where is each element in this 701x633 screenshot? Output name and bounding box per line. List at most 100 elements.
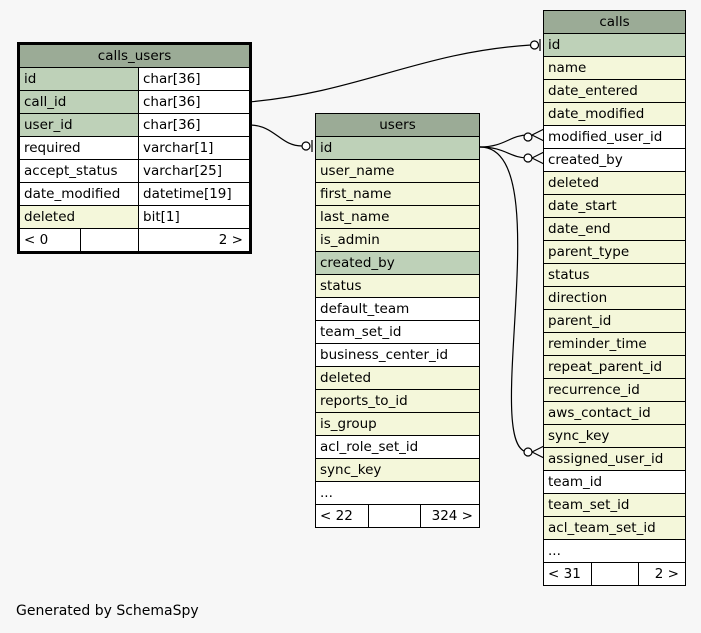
column-row[interactable]: business_center_id [316, 344, 479, 367]
column-row[interactable]: aws_contact_id [544, 402, 685, 425]
column-row[interactable]: date_start [544, 195, 685, 218]
column-row[interactable]: deleted [316, 367, 479, 390]
column-row[interactable]: date_end [544, 218, 685, 241]
column-row[interactable]: default_team [316, 298, 479, 321]
parents-count: < 22 [316, 505, 369, 527]
column-name: date_end [548, 221, 611, 237]
column-row[interactable]: id [544, 34, 685, 57]
column-name: date_modified [548, 106, 645, 122]
column-name: status [548, 267, 590, 283]
column-row[interactable]: sync_key [316, 459, 479, 482]
column-name: date_modified [20, 183, 139, 205]
column-name: created_by [320, 255, 395, 271]
column-row[interactable]: acl_role_set_id [316, 436, 479, 459]
column-row[interactable]: status [316, 275, 479, 298]
column-row[interactable]: assigned_user_id [544, 448, 685, 471]
column-row[interactable]: repeat_parent_id [544, 356, 685, 379]
footer-spacer [592, 563, 639, 585]
column-type: char[36] [139, 68, 249, 90]
parents-count: < 0 [20, 229, 81, 251]
column-name: status [320, 278, 362, 294]
column-row[interactable]: acl_team_set_id [544, 517, 685, 540]
link-created-by [479, 146, 529, 159]
table-header[interactable]: calls_users [20, 45, 249, 68]
column-row[interactable]: ... [544, 540, 685, 563]
column-row[interactable]: is_group [316, 413, 479, 436]
column-type: varchar[1] [139, 137, 249, 159]
column-name: acl_role_set_id [320, 439, 419, 455]
column-row[interactable]: modified_user_id [544, 126, 685, 149]
column-name: required [20, 137, 139, 159]
column-row[interactable]: sync_key [544, 425, 685, 448]
column-name: ... [548, 543, 561, 559]
column-row[interactable]: date_modified [544, 103, 685, 126]
column-row[interactable]: recurrence_id [544, 379, 685, 402]
table-header[interactable]: calls [544, 11, 685, 34]
link-call-id [248, 44, 532, 103]
table-users[interactable]: users id user_name first_name last_name is_a… [315, 113, 480, 528]
column-name: direction [548, 290, 608, 306]
column-row[interactable]: parent_id [544, 310, 685, 333]
column-row[interactable]: last_name [316, 206, 479, 229]
column-name: default_team [320, 301, 410, 317]
column-name: deleted [548, 175, 600, 191]
column-row[interactable]: created_by [316, 252, 479, 275]
column-name: business_center_id [320, 347, 449, 363]
column-name: recurrence_id [548, 382, 640, 398]
column-row[interactable]: created_by [544, 149, 685, 172]
generated-by-note: Generated by SchemaSpy [16, 603, 199, 619]
table-header[interactable]: users [316, 114, 479, 137]
column-row[interactable]: id [316, 137, 479, 160]
column-name: sync_key [548, 428, 610, 444]
column-row[interactable]: date_entered [544, 80, 685, 103]
column-name: parent_type [548, 244, 630, 260]
column-name: acl_team_set_id [548, 520, 656, 536]
column-name: modified_user_id [548, 129, 663, 145]
column-name: aws_contact_id [548, 405, 651, 421]
column-name: reminder_time [548, 336, 647, 352]
column-name: deleted [320, 370, 372, 386]
column-name: date_entered [548, 83, 638, 99]
column-name: user_name [320, 163, 395, 179]
column-row[interactable]: team_set_id [316, 321, 479, 344]
column-row[interactable]: parent_type [544, 241, 685, 264]
link-user-id [248, 124, 303, 147]
column-name: assigned_user_id [548, 451, 664, 467]
footer-spacer [369, 505, 421, 527]
column-row[interactable]: first_name [316, 183, 479, 206]
column-row[interactable]: is_admin [316, 229, 479, 252]
column-name: id [20, 68, 139, 90]
column-row[interactable]: deleted [544, 172, 685, 195]
column-name: accept_status [20, 160, 139, 182]
column-row[interactable]: reminder_time [544, 333, 685, 356]
column-row[interactable]: user_name [316, 160, 479, 183]
column-name: team_set_id [548, 497, 630, 513]
column-name: deleted [20, 206, 139, 228]
column-row[interactable]: status [544, 264, 685, 287]
link-modified-user [479, 134, 529, 148]
column-row[interactable]: name [544, 57, 685, 80]
column-name: last_name [320, 209, 390, 225]
column-row[interactable]: direction [544, 287, 685, 310]
column-row[interactable]: team_set_id [544, 494, 685, 517]
column-type: char[36] [139, 114, 249, 136]
column-name: id [320, 140, 333, 156]
column-row[interactable]: team_id [544, 471, 685, 494]
column-name: reports_to_id [320, 393, 408, 409]
column-row[interactable]: ... [316, 482, 479, 505]
column-name: team_set_id [320, 324, 402, 340]
children-count: 324 > [431, 508, 473, 524]
column-name: name [548, 60, 587, 76]
column-row[interactable]: reports_to_id [316, 390, 479, 413]
